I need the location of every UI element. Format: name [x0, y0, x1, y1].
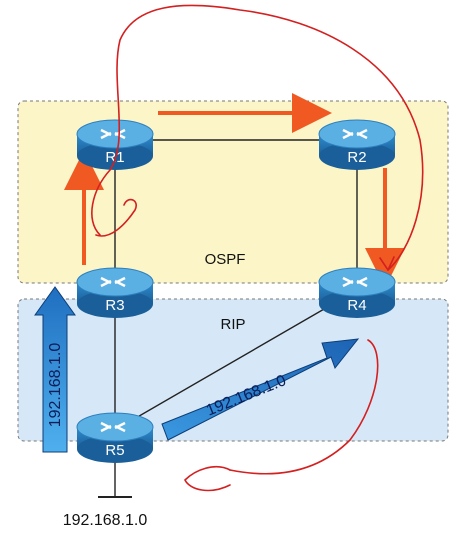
annotations: [91, 4, 424, 492]
router-r4-icon: [342, 276, 368, 288]
router-r3-label: R3: [105, 297, 124, 314]
lan-label: 192.168.1.0: [63, 512, 148, 529]
route-arrow-diagonal: [161, 338, 360, 441]
router-r4-label: R4: [347, 297, 366, 314]
router-r3-base: [77, 290, 153, 318]
annotation-return: [229, 339, 379, 475]
router-r4-base: [319, 290, 395, 318]
link-r5-r4: [114, 289, 358, 431]
annotation-loop-head: [379, 256, 395, 271]
rip-label: RIP: [220, 316, 245, 333]
router-r1[interactable]: R1: [76, 119, 154, 170]
route-arrow-vertical: [34, 286, 76, 453]
rip-zone: [17, 298, 449, 442]
router-r2[interactable]: R2: [318, 119, 396, 170]
router-r2-base: [319, 142, 395, 170]
ospf-label: OSPF: [205, 251, 246, 268]
annotation-loop: [91, 4, 424, 271]
router-r5-base: [77, 435, 153, 463]
router-r4[interactable]: R4: [318, 267, 396, 318]
router-r1-base: [77, 142, 153, 170]
router-r5-icon: [100, 421, 126, 433]
annotation-squiggle: [95, 198, 137, 237]
router-r3-icon: [100, 276, 126, 288]
router-r2-icon: [342, 128, 368, 140]
router-r2-label: R2: [347, 149, 366, 166]
annotation-return-tail: [184, 465, 231, 492]
router-r3[interactable]: R3: [76, 267, 154, 318]
route-arrow-vertical-label: 192.168.1.0: [47, 343, 64, 428]
router-r5-label: R5: [105, 442, 124, 459]
flow-arrows: [64, 93, 405, 288]
router-r5[interactable]: R5: [76, 412, 154, 463]
